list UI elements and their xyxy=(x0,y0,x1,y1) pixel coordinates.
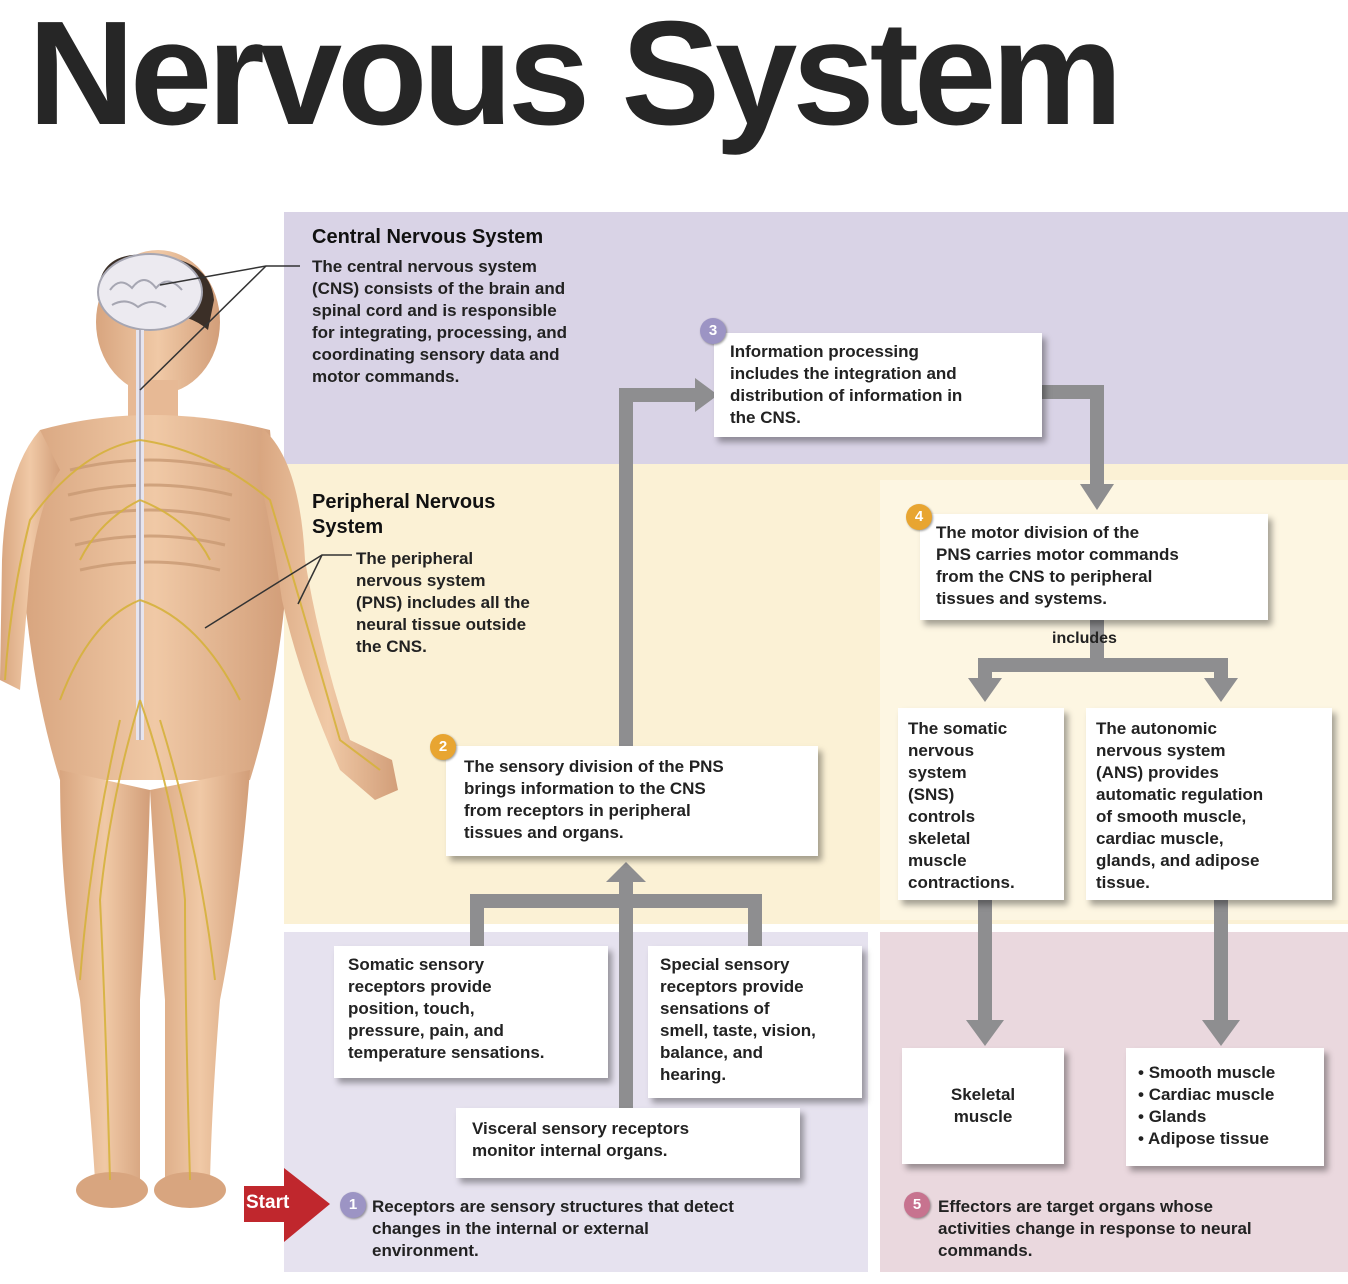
ans-line: glands, and adipose xyxy=(1096,851,1260,870)
motor-division-box: The motor division of the PNS carries mo… xyxy=(920,514,1268,620)
ans-line: automatic regulation xyxy=(1096,785,1264,804)
pns-line: neural tissue outside xyxy=(356,615,527,634)
step4-line: PNS carries motor commands xyxy=(936,545,1179,564)
skeletal-line: Skeletal xyxy=(950,1085,1016,1104)
visceral-sensory-receptors-box: Visceral sensory receptors monitor inter… xyxy=(456,1108,800,1178)
sensory-division-box: The sensory division of the PNS brings i… xyxy=(446,746,818,856)
cns-line: spinal cord and is responsible xyxy=(312,301,557,320)
pns-line: The peripheral xyxy=(356,549,474,568)
step2-line: The sensory division of the PNS xyxy=(464,757,724,776)
includes-label: includes xyxy=(1052,630,1117,647)
autonomic-nervous-system-box: The autonomic nervous system (ANS) provi… xyxy=(1086,708,1332,900)
step-3-badge: 3 xyxy=(700,318,726,344)
cns-line: The central nervous system xyxy=(312,257,537,276)
receptors-description: Receptors are sensory structures that de… xyxy=(372,1196,862,1262)
sns-line: system xyxy=(908,763,967,782)
step1-line: changes in the internal or external xyxy=(372,1219,649,1238)
sns-line: controls xyxy=(908,807,976,826)
cns-line: motor commands. xyxy=(312,367,460,386)
step5-line: activities change in response to neural xyxy=(938,1219,1252,1238)
step5-line: Effectors are target organs whose xyxy=(938,1197,1213,1216)
cns-line: for integrating, processing, and xyxy=(312,323,568,342)
human-figure-illustration xyxy=(0,250,398,1208)
pns-heading: Peripheral Nervous System xyxy=(312,490,495,540)
information-processing-box: Information processing includes the inte… xyxy=(714,333,1042,437)
step2-line: tissues and organs. xyxy=(464,823,624,842)
special-sensory-receptors-box: Special sensory receptors provide sensat… xyxy=(648,946,862,1098)
special-receptor-line: smell, taste, vision, xyxy=(660,1021,816,1040)
special-receptor-line: hearing. xyxy=(660,1065,727,1084)
effector-list: Smooth muscle Cardiac muscle Glands Adip… xyxy=(1138,1062,1318,1150)
flow-arrows xyxy=(470,378,1240,1108)
cns-heading: Central Nervous System xyxy=(312,226,544,248)
effector-list-box: Smooth muscle Cardiac muscle Glands Adip… xyxy=(1126,1048,1324,1166)
somatic-receptor-line: Somatic sensory xyxy=(348,955,485,974)
somatic-receptor-line: pressure, pain, and xyxy=(348,1021,504,1040)
step3-line: includes the integration and xyxy=(730,364,957,383)
ans-line: nervous system xyxy=(1096,741,1226,760)
skeletal-muscle-box: Skeletal muscle xyxy=(902,1048,1064,1164)
ans-line: tissue. xyxy=(1096,873,1150,892)
ans-line: cardiac muscle, xyxy=(1096,829,1224,848)
pns-heading-line: Peripheral Nervous xyxy=(312,491,496,513)
ans-line: The autonomic xyxy=(1096,719,1217,738)
pns-heading-line: System xyxy=(312,516,384,538)
step-4-badge: 4 xyxy=(906,504,932,530)
step4-line: The motor division of the xyxy=(936,523,1140,542)
somatic-receptor-line: receptors provide xyxy=(348,977,492,996)
effector-item: Cardiac muscle xyxy=(1138,1084,1318,1106)
ans-line: (ANS) provides xyxy=(1096,763,1219,782)
cns-description: The central nervous system (CNS) consist… xyxy=(312,256,652,388)
somatic-receptor-line: temperature sensations. xyxy=(348,1043,545,1062)
visceral-receptor-line: monitor internal organs. xyxy=(472,1141,668,1160)
sns-line: (SNS) xyxy=(908,785,955,804)
step3-line: Information processing xyxy=(730,342,919,361)
step3-line: the CNS. xyxy=(730,408,801,427)
step-1-badge: 1 xyxy=(340,1192,366,1218)
somatic-nervous-system-box: The somatic nervous system (SNS) control… xyxy=(898,708,1064,900)
special-receptor-line: receptors provide xyxy=(660,977,804,996)
sns-line: nervous xyxy=(908,741,975,760)
cns-line: coordinating sensory data and xyxy=(312,345,560,364)
effector-item: Adipose tissue xyxy=(1138,1128,1318,1150)
step5-line: commands. xyxy=(938,1241,1033,1260)
special-receptor-line: sensations of xyxy=(660,999,770,1018)
step3-line: distribution of information in xyxy=(730,386,963,405)
step-5-badge: 5 xyxy=(904,1192,930,1218)
sns-line: contractions. xyxy=(908,873,1015,892)
step2-line: brings information to the CNS xyxy=(464,779,706,798)
pns-description: The peripheral nervous system (PNS) incl… xyxy=(356,548,596,658)
step1-line: environment. xyxy=(372,1241,479,1260)
somatic-receptor-line: position, touch, xyxy=(348,999,475,1018)
effector-item: Smooth muscle xyxy=(1138,1062,1318,1084)
start-arrow-icon xyxy=(244,1168,330,1242)
special-receptor-line: Special sensory xyxy=(660,955,790,974)
pns-line: (PNS) includes all the xyxy=(356,593,530,612)
effector-item: Glands xyxy=(1138,1106,1318,1128)
ans-line: of smooth muscle, xyxy=(1096,807,1247,826)
pns-line: the CNS. xyxy=(356,637,427,656)
visceral-receptor-line: Visceral sensory receptors xyxy=(472,1119,690,1138)
step2-line: from receptors in peripheral xyxy=(464,801,691,820)
step4-line: from the CNS to peripheral xyxy=(936,567,1153,586)
effectors-description: Effectors are target organs whose activi… xyxy=(938,1196,1338,1262)
cns-line: (CNS) consists of the brain and xyxy=(312,279,566,298)
skeletal-line: muscle xyxy=(953,1107,1013,1126)
sns-line: muscle xyxy=(908,851,967,870)
pns-line: nervous system xyxy=(356,571,486,590)
step1-line: Receptors are sensory structures that de… xyxy=(372,1197,734,1216)
step4-line: tissues and systems. xyxy=(936,589,1108,608)
step-2-badge: 2 xyxy=(430,734,456,760)
brain-icon xyxy=(97,253,203,331)
sns-line: skeletal xyxy=(908,829,971,848)
special-receptor-line: balance, and xyxy=(660,1043,763,1062)
sns-line: The somatic xyxy=(908,719,1008,738)
page-title: Nervous System xyxy=(28,0,1123,156)
somatic-sensory-receptors-box: Somatic sensory receptors provide positi… xyxy=(334,946,608,1078)
start-label: Start xyxy=(246,1192,290,1213)
